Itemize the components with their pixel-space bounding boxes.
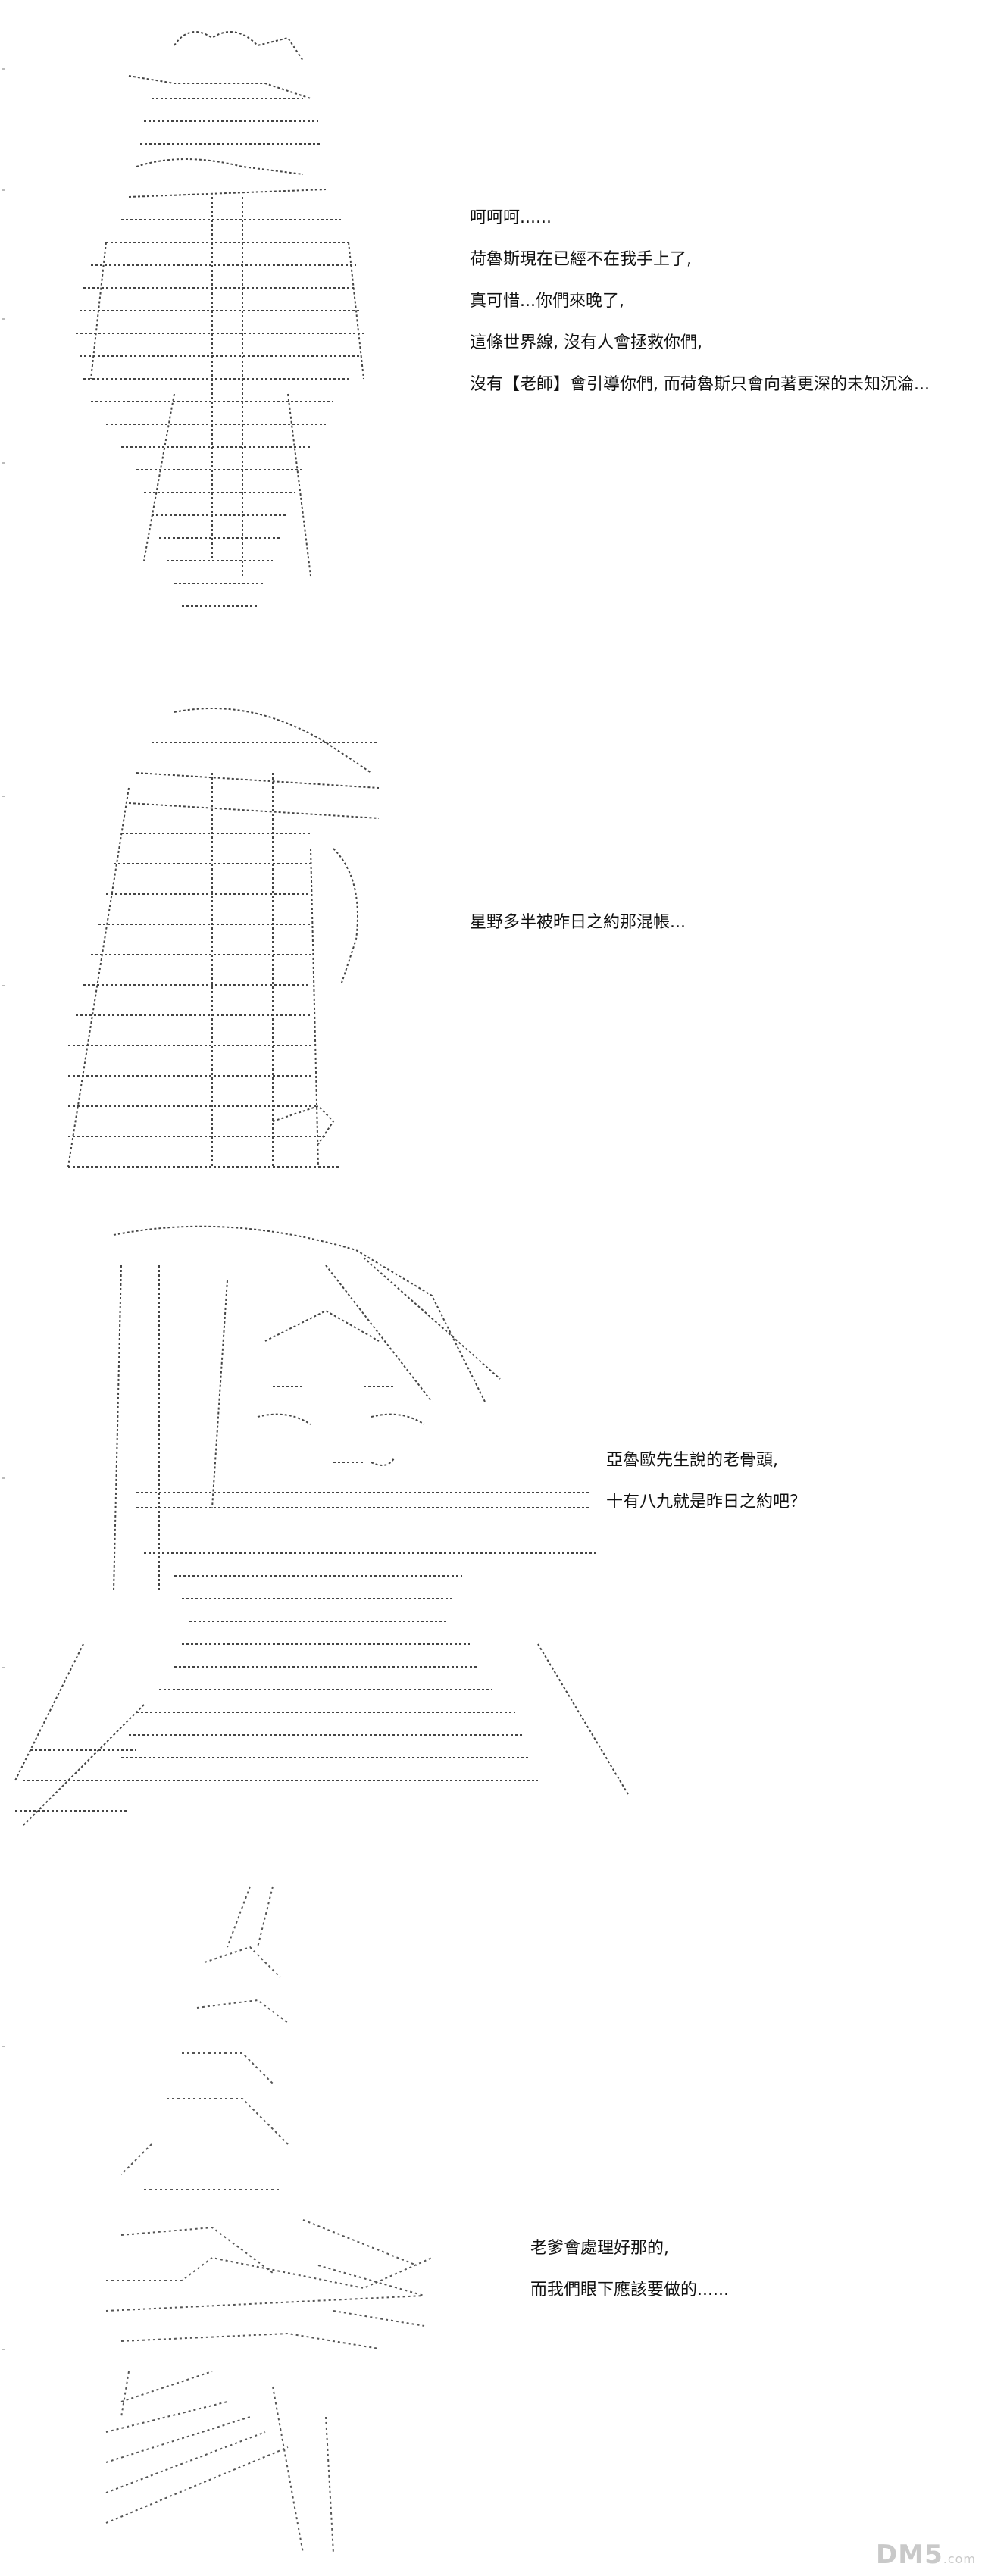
panel-2-caption: 星野多半被昨日之約那混帳...	[470, 902, 686, 943]
margin-tick	[2, 462, 5, 464]
closed-eyes-girl-ascii-art	[8, 1220, 629, 1841]
caption-line: 真可惜...你們來晚了,	[470, 292, 624, 311]
caption-line: 這條世界線, 沒有人會拯救你們,	[470, 333, 702, 352]
margin-tick	[2, 2349, 5, 2350]
panel-1: 呵呵呵...... 荷魯斯現在已經不在我手上了, 真可惜...你們來晚了, 這條…	[0, 0, 985, 652]
caption-line: 沒有【老師】會引導你們, 而荷魯斯只會向著更深的未知沉淪...	[470, 375, 930, 394]
caption-line: 老爹會處理好那的,	[530, 2239, 669, 2258]
caption-line: 星野多半被昨日之約那混帳...	[470, 913, 686, 932]
margin-tick	[2, 68, 5, 70]
caption-line: 十有八九就是昨日之約吧？	[606, 1493, 807, 1512]
pointing-figure-ascii-art	[61, 15, 409, 644]
panel-3: 亞魯歐先生說的老骨頭, 十有八九就是昨日之約吧？	[0, 1212, 985, 1849]
caption-line: 呵呵呵......	[470, 208, 552, 227]
panel-1-caption: 呵呵呵...... 荷魯斯現在已經不在我手上了, 真可惜...你們來晚了, 這條…	[470, 197, 930, 405]
margin-tick	[2, 1667, 5, 1668]
margin-tick	[2, 189, 5, 191]
caption-line: 荷魯斯現在已經不在我手上了,	[470, 250, 692, 269]
watermark-suffix: .com	[943, 2552, 976, 2566]
caption-line: 而我們眼下應該要做的......	[530, 2281, 729, 2299]
margin-tick	[2, 1477, 5, 1479]
panel-4: 老爹會處理好那的, 而我們眼下應該要做的......	[0, 1864, 985, 2576]
panel-4-caption: 老爹會處理好那的, 而我們眼下應該要做的......	[530, 2227, 729, 2311]
long-hair-back-view-ascii-art	[61, 697, 394, 1182]
margin-tick	[2, 318, 5, 320]
margin-tick	[2, 2046, 5, 2047]
margin-tick	[2, 796, 5, 797]
sketchy-figure-ascii-art	[76, 1871, 500, 2553]
site-watermark: DM5.com	[876, 2540, 976, 2570]
watermark-text: DM5	[876, 2540, 943, 2570]
margin-tick	[2, 985, 5, 986]
caption-line: 亞魯歐先生說的老骨頭,	[606, 1451, 778, 1470]
panel-2: 星野多半被昨日之約那混帳...	[0, 682, 985, 1197]
panel-3-caption: 亞魯歐先生說的老骨頭, 十有八九就是昨日之約吧？	[606, 1440, 806, 1523]
